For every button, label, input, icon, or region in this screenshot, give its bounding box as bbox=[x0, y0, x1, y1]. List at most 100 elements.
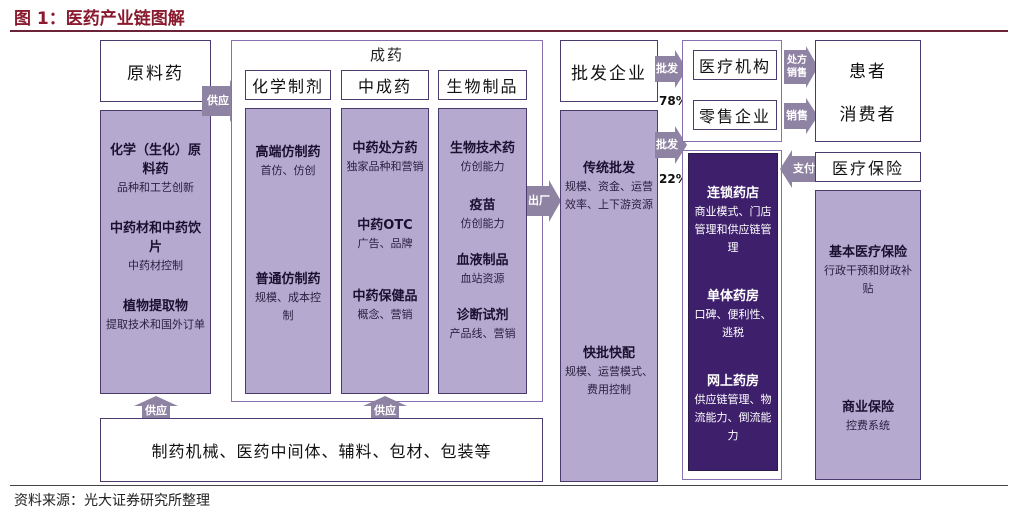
tcm-item: 中药OTC 广告、品牌 bbox=[357, 216, 412, 253]
bio-item: 诊断试剂 产品线、营销 bbox=[450, 306, 516, 343]
source-note: 资料来源：光大证券研究所整理 bbox=[14, 493, 210, 509]
item-title: 单体药房 bbox=[706, 289, 759, 304]
wholesale-item: 快批快配 规模、运营模式、费用控制 bbox=[565, 344, 653, 399]
chemical-item: 普通仿制药 规模、成本控制 bbox=[250, 270, 326, 325]
item-title: 基本医疗保险 bbox=[828, 245, 907, 260]
chemical-header: 化学制剂 bbox=[245, 70, 331, 100]
pay-arrow: 支付 bbox=[780, 150, 818, 188]
item-desc: 口碑、便利性、逃税 bbox=[694, 308, 772, 339]
retail-item: 网上药房 供应链管理、物流能力、倒流能力 bbox=[693, 372, 773, 445]
item-desc: 产品线、营销 bbox=[449, 327, 516, 340]
factory-arrow-label: 出厂 bbox=[528, 194, 550, 207]
item-desc: 规模、成本控制 bbox=[255, 291, 321, 322]
item-desc: 提取技术和国外订单 bbox=[106, 318, 205, 331]
item-title: 普通仿制药 bbox=[255, 272, 321, 287]
item-title: 中药处方药 bbox=[352, 141, 418, 156]
patients-line1: 患者 bbox=[849, 62, 887, 82]
supply-up-arrow-left: 供应 bbox=[134, 396, 178, 420]
supply-arrow-label: 供应 bbox=[207, 94, 229, 107]
wholesale-top-arrow-label: 批发 bbox=[656, 62, 678, 75]
item-desc: 供应链管理、物流能力、倒流能力 bbox=[694, 393, 772, 442]
pct-bottom: 22% bbox=[659, 172, 688, 186]
item-desc: 仿创能力 bbox=[460, 160, 505, 173]
raw-material-item: 化学（生化）原料药 品种和工艺创新 bbox=[105, 141, 206, 197]
item-title: 传统批发 bbox=[582, 161, 635, 176]
retail-item: 连锁药店 商业模式、门店管理和供应链管理 bbox=[693, 184, 773, 257]
item-title: 网上药房 bbox=[706, 374, 759, 389]
wholesale-top-arrow: 批发 bbox=[655, 50, 687, 88]
pay-arrow-label: 支付 bbox=[793, 162, 815, 175]
insurance-panel: 基本医疗保险 行政干预和财政补贴 商业保险 控费系统 bbox=[815, 190, 921, 480]
bio-header: 生物制品 bbox=[438, 70, 527, 100]
item-title: 高端仿制药 bbox=[255, 145, 321, 160]
item-title: 生物技术药 bbox=[449, 141, 515, 156]
bio-item: 疫苗 仿创能力 bbox=[461, 196, 505, 233]
retail-item: 单体药房 口碑、便利性、逃税 bbox=[693, 287, 773, 342]
item-title: 中药保健品 bbox=[352, 289, 418, 304]
bio-item: 血液制品 血站资源 bbox=[456, 251, 508, 288]
item-title: 商业保险 bbox=[841, 400, 894, 415]
item-desc: 行政干预和财政补贴 bbox=[824, 264, 912, 295]
wholesale-header: 批发企业 bbox=[560, 40, 658, 102]
bio-item: 生物技术药 仿创能力 bbox=[450, 139, 515, 176]
supply-up-arrow-mid-label: 供应 bbox=[374, 404, 396, 417]
wholesale-panel: 传统批发 规模、资金、运营效率、上下游资源 快批快配 规模、运营模式、费用控制 bbox=[560, 110, 658, 482]
item-desc: 广告、品牌 bbox=[357, 237, 413, 250]
item-desc: 首仿、仿创 bbox=[260, 164, 316, 177]
base-materials-box: 制药机械、医药中间体、辅料、包材、包装等 bbox=[100, 418, 543, 482]
item-desc: 商业模式、门店管理和供应链管理 bbox=[694, 205, 772, 254]
item-title: 中药OTC bbox=[357, 218, 413, 233]
insurance-item: 商业保险 控费系统 bbox=[842, 398, 894, 435]
item-desc: 规模、运营模式、费用控制 bbox=[565, 365, 653, 396]
supply-up-arrow-left-label: 供应 bbox=[145, 404, 167, 417]
source-divider bbox=[10, 485, 1008, 486]
prescription-sales-arrow: 处方销售 bbox=[784, 46, 818, 88]
item-title: 疫苗 bbox=[469, 198, 496, 213]
medical-institutions-header: 医疗机构 bbox=[693, 50, 777, 80]
retail-header: 零售企业 bbox=[693, 100, 777, 130]
item-title: 诊断试剂 bbox=[456, 308, 509, 323]
wholesale-bottom-arrow: 批发 bbox=[655, 126, 687, 164]
tcm-item: 中药处方药 独家品种和营销 bbox=[347, 139, 424, 176]
wholesale-bottom-arrow-label: 批发 bbox=[656, 138, 678, 151]
item-title: 化学（生化）原料药 bbox=[109, 143, 201, 177]
item-title: 快批快配 bbox=[582, 346, 635, 361]
raw-material-item: 中药材和中药饮片 中药材控制 bbox=[105, 219, 206, 275]
raw-material-panel: 化学（生化）原料药 品种和工艺创新 中药材和中药饮片 中药材控制 植物提取物 提… bbox=[100, 110, 211, 394]
item-desc: 独家品种和营销 bbox=[346, 160, 424, 173]
item-desc: 概念、营销 bbox=[357, 308, 413, 321]
insurance-item: 基本医疗保险 行政干预和财政补贴 bbox=[820, 243, 916, 298]
item-desc: 中药材控制 bbox=[128, 259, 183, 272]
item-desc: 控费系统 bbox=[845, 419, 890, 432]
wholesale-item: 传统批发 规模、资金、运营效率、上下游资源 bbox=[565, 159, 653, 214]
item-title: 连锁药店 bbox=[706, 186, 759, 201]
tcm-panel: 中药处方药 独家品种和营销 中药OTC 广告、品牌 中药保健品 概念、营销 bbox=[341, 108, 429, 394]
factory-arrow: 出厂 bbox=[527, 180, 561, 222]
insurance-header: 医疗保险 bbox=[815, 152, 921, 182]
sales-arrow: 销售 bbox=[784, 98, 818, 134]
item-title: 植物提取物 bbox=[122, 299, 188, 314]
tcm-header: 中成药 bbox=[341, 70, 429, 100]
item-desc: 品种和工艺创新 bbox=[117, 181, 194, 194]
patients-box: 患者 消费者 bbox=[815, 40, 921, 142]
tcm-item: 中药保健品 概念、营销 bbox=[352, 287, 417, 324]
raw-material-header: 原料药 bbox=[100, 40, 211, 102]
item-desc: 规模、资金、运营效率、上下游资源 bbox=[565, 180, 653, 211]
item-desc: 血站资源 bbox=[460, 272, 505, 285]
item-title: 血液制品 bbox=[456, 253, 509, 268]
chemical-item: 高端仿制药 首仿、仿创 bbox=[255, 143, 320, 180]
chemical-panel: 高端仿制药 首仿、仿创 普通仿制药 规模、成本控制 bbox=[245, 108, 331, 394]
sales-arrow-label: 销售 bbox=[786, 109, 808, 122]
raw-material-item: 植物提取物 提取技术和国外订单 bbox=[106, 297, 205, 334]
finished-drugs-header: 成药 bbox=[369, 46, 404, 64]
prescription-sales-arrow-label: 处方销售 bbox=[787, 55, 807, 79]
patients-line2: 消费者 bbox=[839, 105, 897, 125]
retail-panel: 连锁药店 商业模式、门店管理和供应链管理 单体药房 口碑、便利性、逃税 网上药房… bbox=[688, 153, 778, 471]
title-divider bbox=[10, 30, 1008, 32]
pct-top: 78% bbox=[659, 94, 688, 108]
figure-title: 图 1：医药产业链图解 bbox=[14, 9, 185, 29]
bio-panel: 生物技术药 仿创能力 疫苗 仿创能力 血液制品 血站资源 诊断试剂 产品线、营销 bbox=[438, 108, 527, 394]
item-title: 中药材和中药饮片 bbox=[109, 221, 201, 255]
item-desc: 仿创能力 bbox=[460, 217, 505, 230]
supply-up-arrow-mid: 供应 bbox=[363, 396, 407, 420]
